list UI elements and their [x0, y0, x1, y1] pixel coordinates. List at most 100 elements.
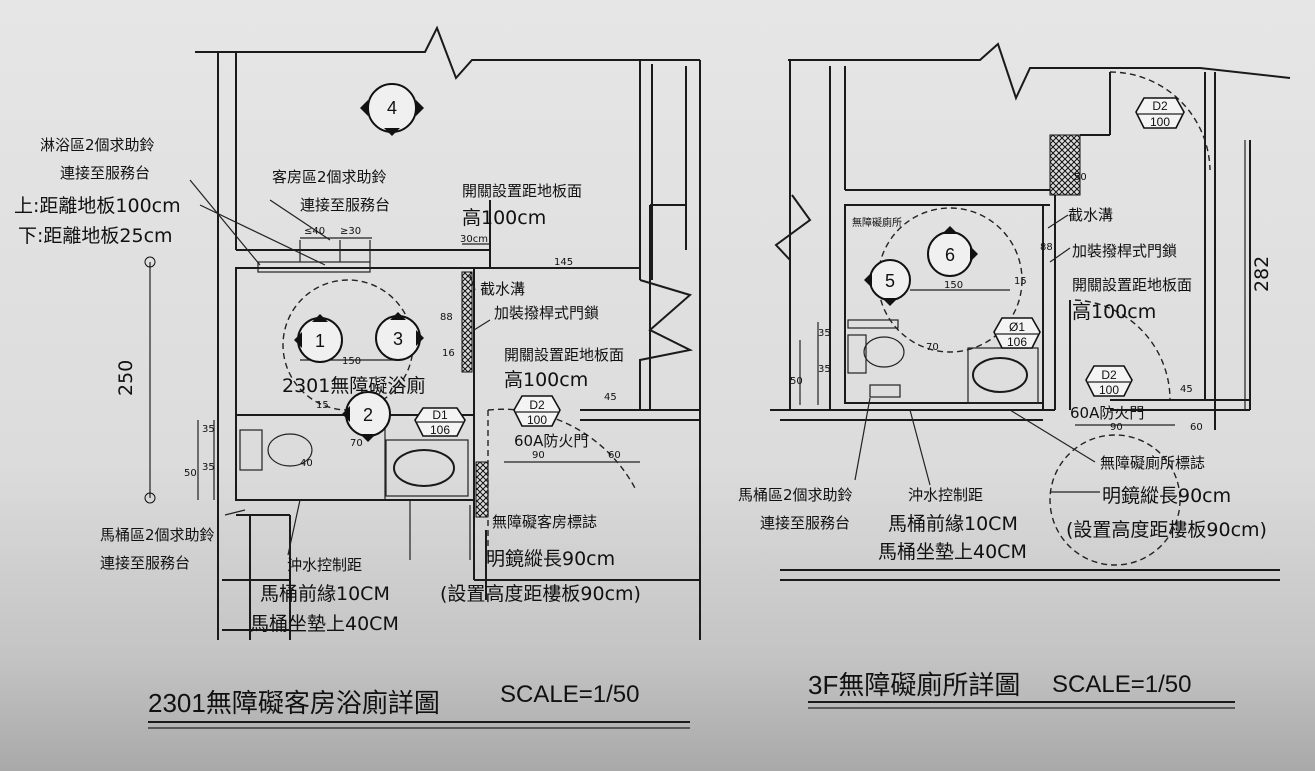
circle-label-2: 2	[363, 405, 373, 425]
label-right-flush-1: 沖水控制距	[908, 486, 983, 504]
circle-label-1: 1	[315, 331, 325, 351]
left-labels: 淋浴區2個求助鈴 連接至服務台 上:距離地板100cm 下:距離地板25cm 客…	[14, 136, 641, 718]
label-fire-door: 60A防火門	[514, 432, 588, 450]
label-right-flush-2: 馬桶前緣10CM	[888, 513, 1018, 535]
svg-text:50: 50	[790, 376, 803, 387]
svg-text:150: 150	[342, 356, 361, 367]
svg-text:88: 88	[440, 312, 453, 323]
svg-text:D2: D2	[1152, 99, 1168, 113]
label-upper-height: 上:距離地板100cm	[14, 195, 181, 217]
svg-text:35: 35	[818, 364, 831, 375]
svg-text:100: 100	[1099, 383, 1119, 397]
circle-label-4: 4	[387, 98, 397, 118]
label-right-sign: 無障礙廁所標誌	[1100, 454, 1205, 472]
label-sign: 無障礙客房標誌	[492, 513, 597, 531]
svg-text:35: 35	[202, 424, 215, 435]
svg-text:≥30: ≥30	[340, 226, 361, 237]
right-break-line	[788, 42, 1291, 101]
label-toilet-bells: 馬桶區2個求助鈴	[100, 526, 215, 544]
left-plan-title: 2301無障礙客房浴廁詳圖	[148, 688, 440, 718]
svg-text:70: 70	[926, 342, 939, 353]
circle-label-5: 5	[885, 271, 895, 291]
left-break-line	[195, 25, 700, 80]
svg-text:50: 50	[1074, 172, 1087, 183]
svg-text:88: 88	[1040, 242, 1053, 253]
room-marker-2: 2	[342, 391, 391, 442]
dim-282: 282	[1251, 256, 1273, 292]
svg-text:70: 70	[350, 438, 363, 449]
label-switch2-2: 高100cm	[504, 369, 588, 391]
dim-250: 250	[115, 360, 137, 396]
label-right-lock: 加裝撥桿式門鎖	[1072, 242, 1177, 260]
label-right-mirror-2: (設置高度距樓板90cm)	[1066, 519, 1267, 541]
circle-label-3: 3	[393, 329, 403, 349]
right-dimensions: 50 88 150 15 35 35 50 70 45 90 60 282	[790, 172, 1273, 433]
room-marker-4: 4	[360, 83, 424, 136]
svg-text:15: 15	[1014, 276, 1027, 287]
svg-text:90: 90	[1110, 422, 1123, 433]
label-room-connect: 連接至服務台	[300, 196, 390, 214]
svg-text:145: 145	[554, 257, 573, 268]
room-marker-3: 3	[375, 312, 424, 361]
door-tag-d2-left: D2 100	[513, 395, 561, 427]
svg-text:40: 40	[300, 458, 313, 469]
circle-label-6: 6	[945, 245, 955, 265]
label-right-drain: 截水溝	[1068, 206, 1113, 224]
label-shower-bells: 淋浴區2個求助鈴	[40, 136, 155, 154]
label-door-lock: 加裝撥桿式門鎖	[494, 304, 599, 322]
svg-text:D1: D1	[432, 408, 448, 422]
label-flush-3: 馬桶坐墊上40CM	[250, 613, 399, 635]
svg-text:45: 45	[604, 392, 617, 403]
svg-text:30cm: 30cm	[460, 234, 488, 245]
right-plan-title: 3F無障礙廁所詳圖	[808, 670, 1020, 700]
label-mirror-2: (設置高度距樓板90cm)	[440, 583, 641, 605]
room-marker-1: 1	[294, 314, 343, 363]
left-dimensions: ≤40 ≥30 30cm 145 88 150 16 15 70 35 35 5…	[115, 226, 621, 479]
label-right-switch-2: 高100cm	[1072, 301, 1156, 323]
door-tag-d2-right: D2 100	[1085, 365, 1133, 397]
label-switch2-1: 開關設置距地板面	[504, 346, 624, 364]
label-right-toilet-bells: 馬桶區2個求助鈴	[738, 486, 853, 504]
label-drain: 截水溝	[480, 280, 525, 298]
right-plan-scale: SCALE=1/50	[1052, 671, 1191, 698]
label-switch-height-1: 開關設置距地板面	[462, 182, 582, 200]
label-mirror-1: 明鏡縱長90cm	[486, 548, 615, 570]
svg-text:60: 60	[1190, 422, 1203, 433]
label-lower-height: 下:距離地板25cm	[18, 225, 173, 247]
label-right-mirror-1: 明鏡縱長90cm	[1102, 485, 1231, 507]
door-tag-d1: D1 106	[414, 407, 466, 437]
room-marker-6: 6	[927, 226, 978, 277]
svg-text:45: 45	[1180, 384, 1193, 395]
svg-text:106: 106	[1007, 335, 1027, 349]
svg-text:35: 35	[202, 462, 215, 473]
svg-text:150: 150	[944, 280, 963, 291]
svg-text:≤40: ≤40	[304, 226, 325, 237]
svg-text:16: 16	[442, 348, 455, 359]
door-tag-d2-top: D2 100	[1135, 97, 1185, 129]
svg-text:90: 90	[532, 450, 545, 461]
label-room-bells: 客房區2個求助鈴	[272, 168, 387, 186]
label-right-toilet-connect: 連接至服務台	[760, 514, 850, 532]
label-shower-connect: 連接至服務台	[60, 164, 150, 182]
room-marker-5: 5	[864, 259, 911, 306]
svg-text:60: 60	[608, 450, 621, 461]
door-tag-o1: Ø1 106	[993, 317, 1041, 349]
label-right-flush-3: 馬桶坐墊上40CM	[878, 541, 1027, 563]
label-right-fire-door: 60A防火門	[1070, 404, 1144, 422]
left-plan-scale: SCALE=1/50	[500, 681, 639, 708]
label-room-name: 2301無障礙浴廁	[282, 374, 425, 397]
svg-text:100: 100	[527, 413, 547, 427]
svg-text:100: 100	[1150, 115, 1170, 129]
label-flush-2: 馬桶前緣10CM	[260, 583, 390, 605]
svg-text:D2: D2	[529, 398, 545, 412]
right-plan	[770, 42, 1291, 709]
label-switch-height-2: 高100cm	[462, 207, 546, 229]
right-labels: 無障礙廁所 截水溝 加裝撥桿式門鎖 開關設置距地板面 高100cm 馬桶區2個求…	[738, 206, 1267, 700]
svg-text:50: 50	[184, 468, 197, 479]
label-toilet-connect: 連接至服務台	[100, 554, 190, 572]
label-right-switch-1: 開關設置距地板面	[1072, 276, 1192, 294]
svg-text:106: 106	[430, 423, 450, 437]
label-right-room: 無障礙廁所	[852, 216, 902, 229]
